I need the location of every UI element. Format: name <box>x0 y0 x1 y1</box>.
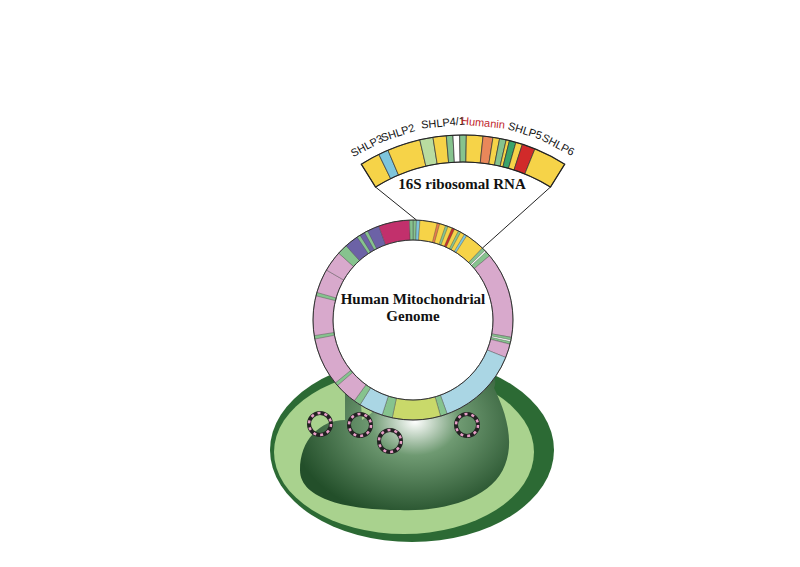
gene-segment <box>410 220 413 240</box>
peptide-label: Humanin <box>460 115 505 130</box>
mtdna-circle <box>309 413 331 435</box>
gene-segment <box>432 223 439 243</box>
ring-outline <box>313 220 513 420</box>
gene-segment <box>335 370 352 385</box>
mtdna-circle <box>456 414 478 436</box>
peptide-label: SHLP4/1 <box>421 115 466 130</box>
gene-segment <box>365 231 377 250</box>
peptide-label: SHLP2 <box>380 122 417 143</box>
gene-segment <box>314 333 334 340</box>
zoom-line <box>482 187 550 248</box>
mtdna-circle <box>379 430 401 452</box>
gene-segment <box>525 149 565 187</box>
peptide-label: SHLP5 <box>506 121 543 142</box>
node-label: 16S ribosomal RNA <box>398 176 526 193</box>
gene-segment <box>460 135 467 162</box>
gene-segment <box>388 140 426 175</box>
gene-segment <box>491 336 511 342</box>
gene-segment <box>453 135 460 162</box>
gene-segment <box>471 251 487 266</box>
mtdna-circle-segments <box>349 414 371 436</box>
mtdna-circle-segments <box>309 413 331 435</box>
mtdna-circle <box>349 414 371 436</box>
gene-segment <box>379 220 410 245</box>
genome-ring-label: Human Mitochondrial Genome <box>334 288 492 329</box>
ring-interior <box>313 220 513 420</box>
ring-outline <box>333 240 493 400</box>
gene-segment <box>440 350 505 414</box>
mtdna-circle-segments <box>456 414 478 436</box>
rrna-wedge: 16S ribosomal RNA <box>394 173 530 196</box>
gene-segment <box>433 136 449 164</box>
gene-segment <box>454 234 467 252</box>
node-label: Human Mitochondrial Genome <box>338 291 488 326</box>
gene-segment <box>316 292 336 300</box>
genome-ring <box>313 220 513 420</box>
mtdna-circle-segments <box>379 430 401 452</box>
